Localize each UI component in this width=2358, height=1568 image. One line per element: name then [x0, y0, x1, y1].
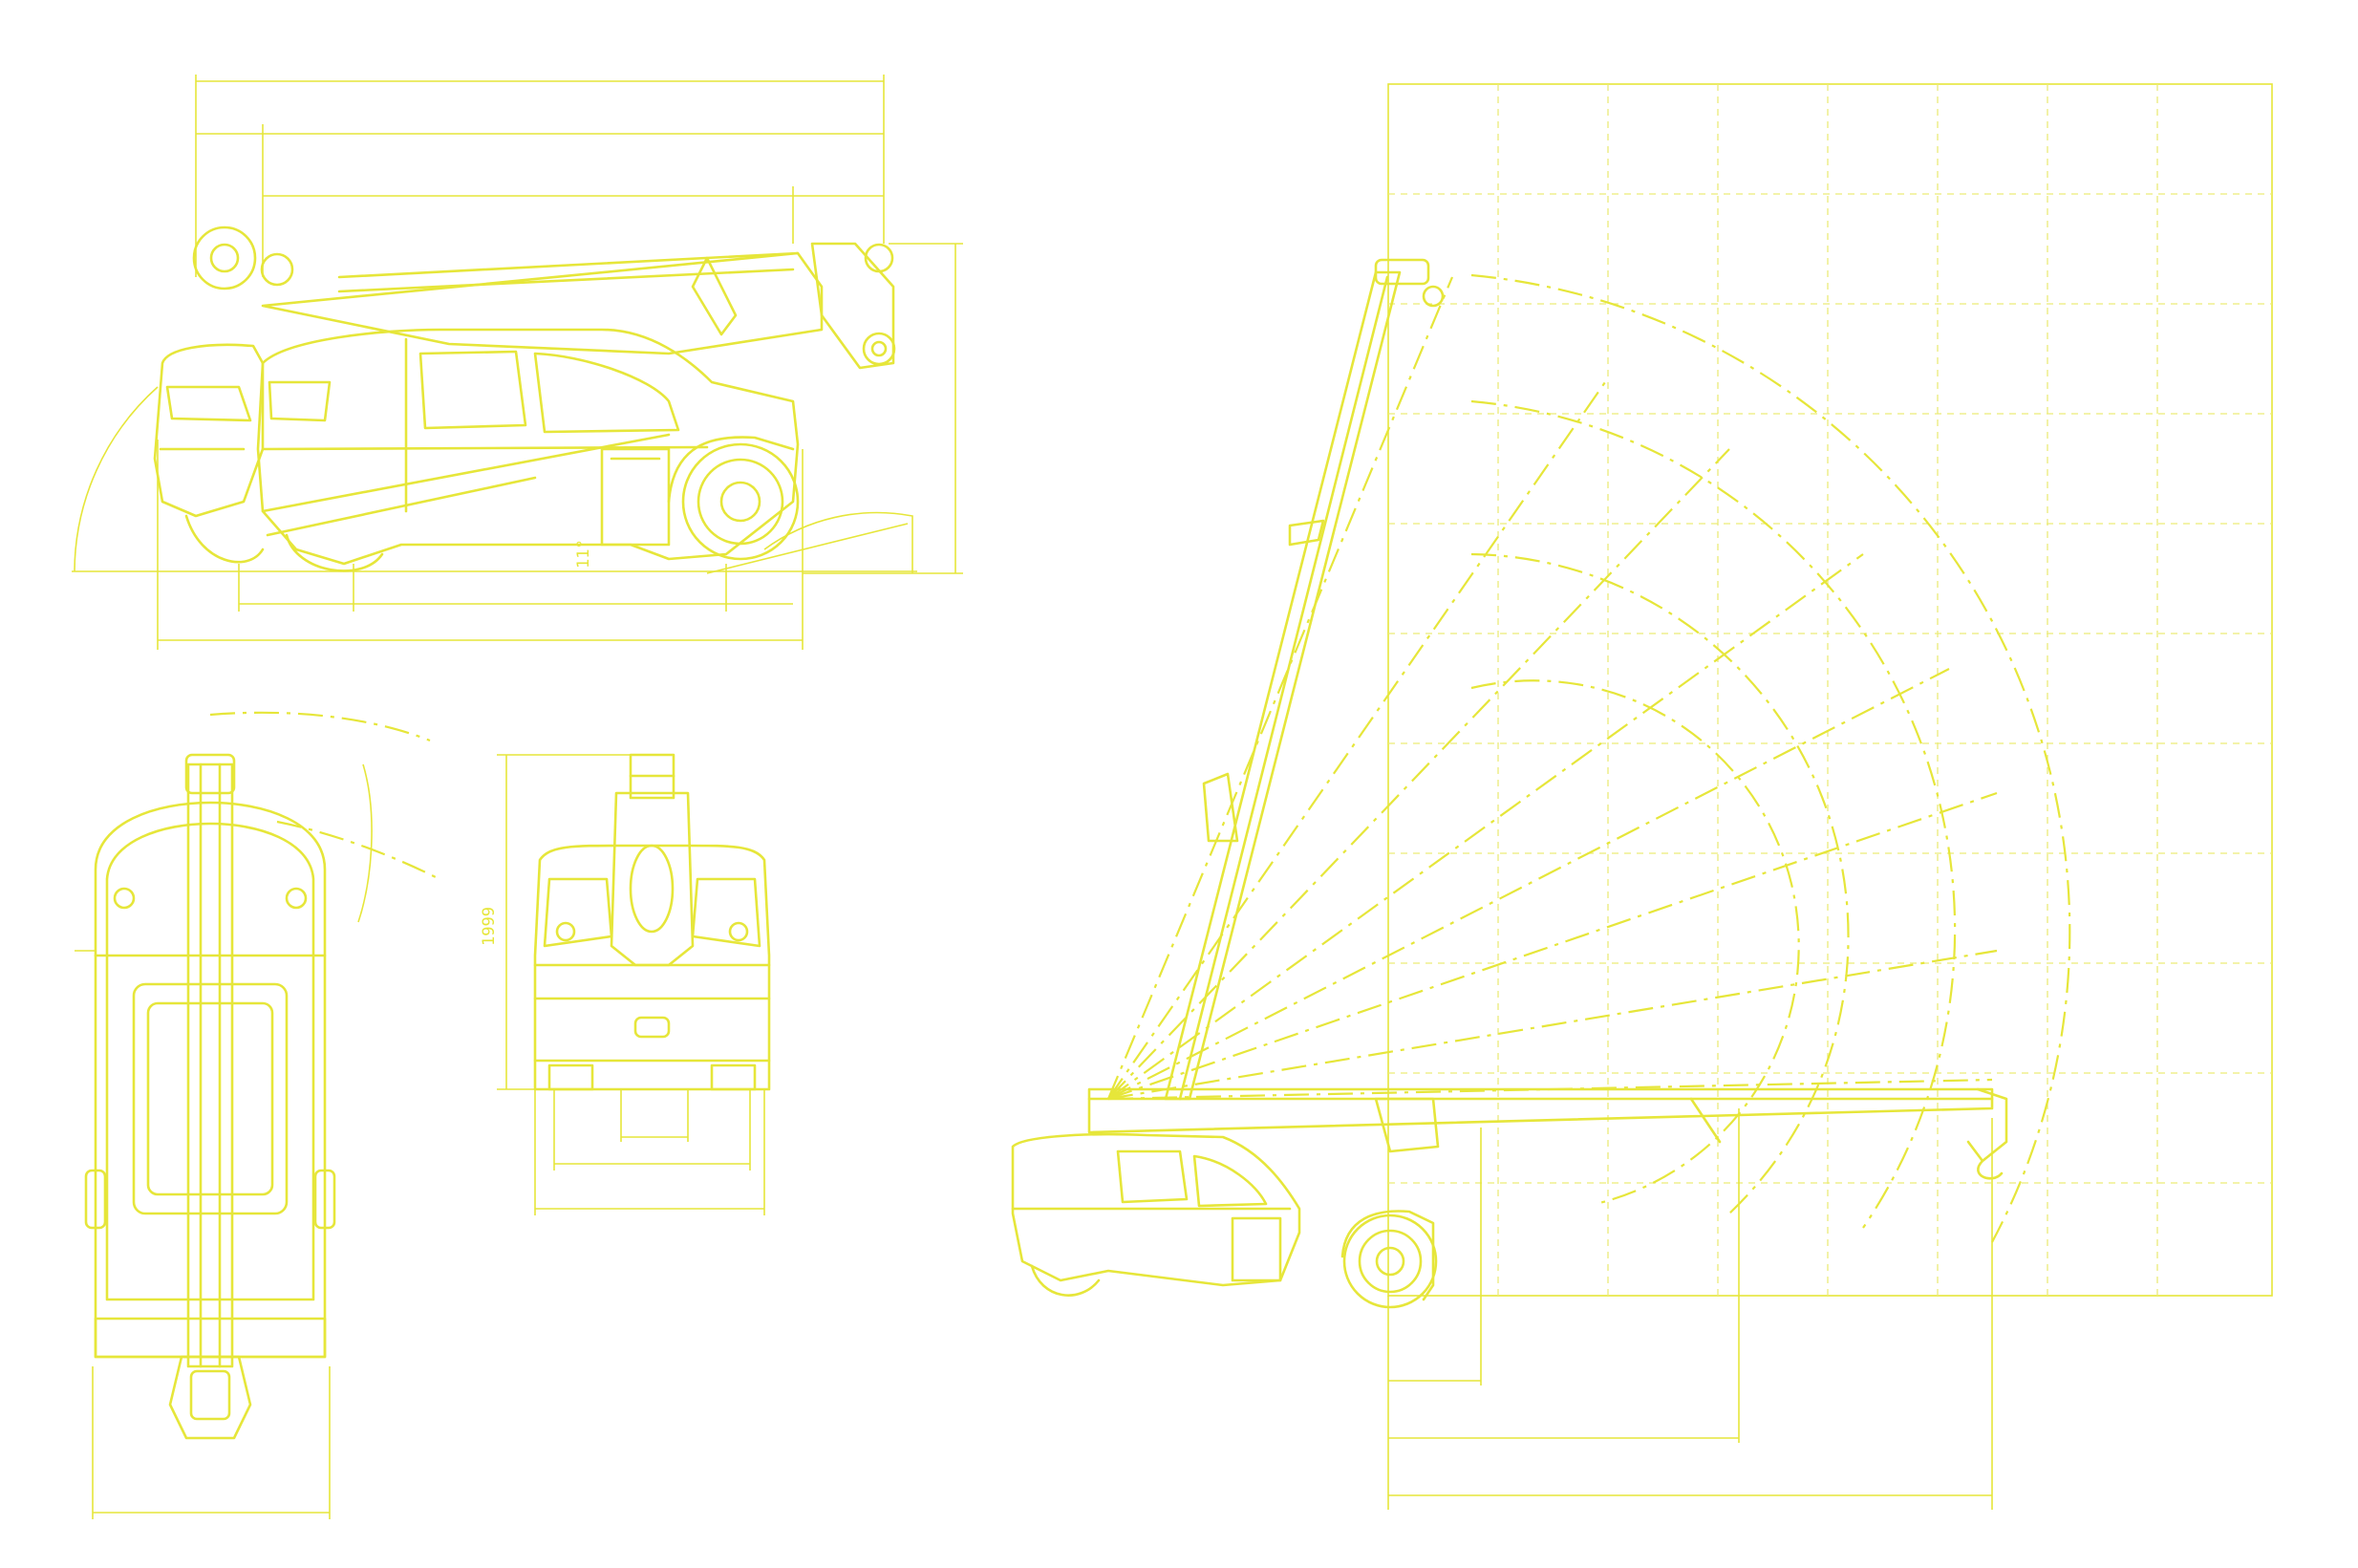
top-view	[75, 711, 440, 1519]
side-view-dimension-lines	[72, 75, 963, 650]
front-view-crane-body	[533, 753, 771, 1091]
side-angle-label: 11°	[574, 539, 593, 569]
reach-crane-body	[1011, 258, 2008, 1309]
front-view: 1999	[480, 753, 771, 1215]
front-height-label: 1999	[480, 907, 499, 946]
reach-dimension-lines	[1387, 1108, 1993, 1510]
top-view-crane-body	[84, 753, 336, 1440]
reach-arcs	[1106, 273, 2071, 1243]
reach-diagram	[1011, 83, 2273, 1510]
reach-grid	[1387, 83, 2273, 1297]
top-view-dimension-lines	[75, 711, 440, 1519]
side-view: 11°	[72, 75, 963, 650]
side-view-crane-body	[153, 226, 896, 572]
front-view-dimension-lines	[497, 754, 765, 1215]
